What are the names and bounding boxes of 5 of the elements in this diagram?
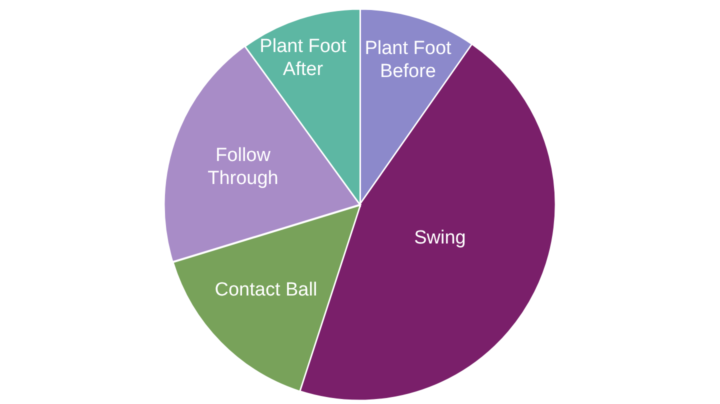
slice-label: Contact Ball — [214, 278, 318, 302]
slice-label: Plant Foot Before — [364, 37, 452, 83]
slice-label: Swing — [413, 226, 467, 250]
slice-label: Plant Foot After — [258, 35, 348, 81]
slice-label: Follow Through — [206, 144, 280, 190]
